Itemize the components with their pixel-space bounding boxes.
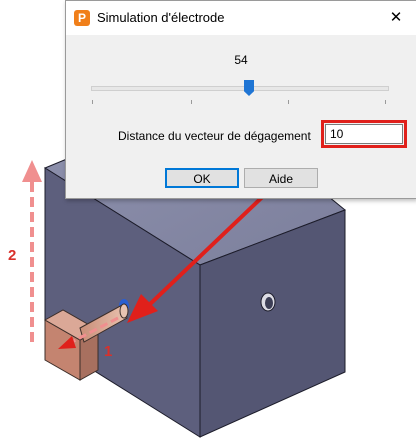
close-icon[interactable]: ✕: [389, 9, 403, 26]
slider-tick: [191, 100, 192, 104]
slider-value-label: 54: [234, 53, 248, 67]
slider-tick: [92, 100, 93, 104]
slider-track[interactable]: [91, 86, 389, 91]
app-icon: P: [74, 10, 90, 26]
slider-thumb[interactable]: [244, 80, 254, 96]
step-1-label: 1: [104, 343, 113, 360]
ok-button[interactable]: OK: [165, 168, 239, 188]
slider-tick: [288, 100, 289, 104]
step-2-label: 2: [8, 247, 17, 264]
dialog-titlebar[interactable]: P Simulation d'électrode ✕: [66, 1, 416, 35]
callout-arrow-head: [127, 294, 158, 323]
slider-tick: [385, 100, 386, 104]
electrode-simulation-dialog: P Simulation d'électrode ✕ 54 Distance d…: [65, 0, 416, 199]
arrow-up-head: [22, 160, 42, 182]
dashed-arrow-horizontal: [69, 316, 119, 345]
dialog-title: Simulation d'électrode: [97, 10, 225, 25]
help-button[interactable]: Aide: [244, 168, 318, 188]
distance-label: Distance du vecteur de dégagement: [118, 129, 311, 143]
distance-input[interactable]: [321, 120, 407, 148]
cube-right-face: [199, 209, 346, 438]
